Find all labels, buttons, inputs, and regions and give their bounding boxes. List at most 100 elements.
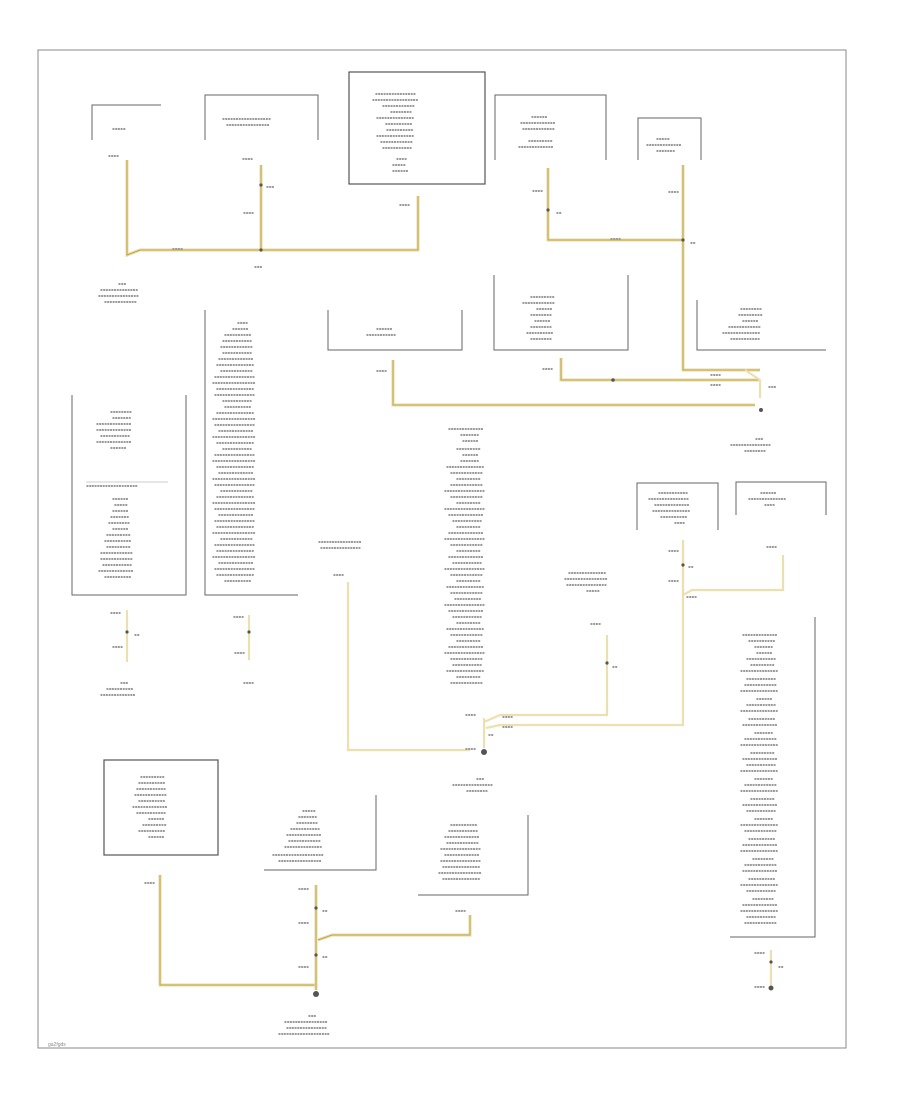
- svg-text:▪▪▪▪▪▪▪▪▪▪▪▪▪▪: ▪▪▪▪▪▪▪▪▪▪▪▪▪▪: [446, 584, 484, 589]
- svg-text:▪▪▪▪▪▪▪▪▪▪▪▪▪: ▪▪▪▪▪▪▪▪▪▪▪▪▪: [96, 427, 132, 432]
- svg-text:▪▪▪▪▪▪▪▪▪▪▪▪▪▪: ▪▪▪▪▪▪▪▪▪▪▪▪▪▪: [376, 115, 414, 120]
- svg-text:▪▪▪▪▪▪▪▪▪▪▪▪: ▪▪▪▪▪▪▪▪▪▪▪▪: [220, 344, 253, 349]
- svg-text:▪▪▪▪▪▪▪▪▪▪: ▪▪▪▪▪▪▪▪▪▪: [386, 127, 413, 132]
- svg-text:▪▪▪▪▪▪▪▪▪▪▪▪▪▪: ▪▪▪▪▪▪▪▪▪▪▪▪▪▪: [446, 626, 484, 631]
- svg-text:▪▪: ▪▪: [488, 732, 494, 737]
- svg-text:▪▪▪▪▪▪▪▪▪▪▪▪: ▪▪▪▪▪▪▪▪▪▪▪▪: [220, 536, 253, 541]
- svg-text:▪▪▪▪▪▪▪▪▪▪▪▪▪▪▪: ▪▪▪▪▪▪▪▪▪▪▪▪▪▪▪: [286, 1025, 327, 1030]
- svg-text:▪▪▪▪▪▪▪▪: ▪▪▪▪▪▪▪▪: [740, 306, 762, 311]
- svg-text:▪▪▪▪▪▪▪▪▪▪▪▪▪▪▪▪: ▪▪▪▪▪▪▪▪▪▪▪▪▪▪▪▪: [212, 476, 256, 481]
- diagram-border: [37, 49, 847, 1049]
- svg-text:▪▪▪▪▪▪▪▪▪▪▪▪▪▪▪▪▪▪▪: ▪▪▪▪▪▪▪▪▪▪▪▪▪▪▪▪▪▪▪: [278, 1031, 330, 1036]
- svg-text:▪▪▪▪▪▪▪▪▪▪▪: ▪▪▪▪▪▪▪▪▪▪▪: [746, 762, 776, 767]
- svg-text:▪▪▪▪▪▪▪▪▪▪▪▪▪▪▪: ▪▪▪▪▪▪▪▪▪▪▪▪▪▪▪: [444, 566, 485, 571]
- svg-text:▪▪▪▪▪▪▪▪▪▪▪▪▪: ▪▪▪▪▪▪▪▪▪▪▪▪▪: [742, 902, 778, 907]
- svg-text:▪▪▪▪▪▪▪▪▪▪▪: ▪▪▪▪▪▪▪▪▪▪▪: [746, 702, 776, 707]
- svg-text:▪▪▪▪▪▪▪▪▪▪▪▪: ▪▪▪▪▪▪▪▪▪▪▪▪: [134, 792, 167, 797]
- svg-text:▪▪▪▪▪▪▪▪▪▪▪: ▪▪▪▪▪▪▪▪▪▪▪: [746, 888, 776, 893]
- svg-text:▪▪▪▪▪▪▪▪▪▪▪▪▪▪: ▪▪▪▪▪▪▪▪▪▪▪▪▪▪: [740, 708, 778, 713]
- svg-text:▪▪▪▪▪▪▪▪▪▪▪▪▪▪▪: ▪▪▪▪▪▪▪▪▪▪▪▪▪▪▪: [444, 536, 485, 541]
- svg-text:▪▪▪▪▪▪: ▪▪▪▪▪▪: [148, 816, 165, 821]
- svg-text:▪▪▪▪▪▪▪▪▪▪▪▪▪▪: ▪▪▪▪▪▪▪▪▪▪▪▪▪▪: [216, 464, 254, 469]
- figure-id-label: ga2fgds: [48, 1042, 66, 1048]
- svg-text:▪▪▪▪: ▪▪▪▪: [532, 188, 543, 193]
- svg-text:▪▪▪▪▪▪▪▪▪▪▪▪▪▪▪: ▪▪▪▪▪▪▪▪▪▪▪▪▪▪▪: [444, 650, 485, 655]
- svg-text:▪▪▪▪▪▪▪▪▪▪▪▪▪▪: ▪▪▪▪▪▪▪▪▪▪▪▪▪▪: [216, 572, 254, 577]
- svg-text:▪▪▪▪▪▪▪▪▪▪▪▪▪▪: ▪▪▪▪▪▪▪▪▪▪▪▪▪▪: [740, 882, 778, 887]
- svg-text:▪▪▪▪▪▪▪▪: ▪▪▪▪▪▪▪▪: [466, 788, 488, 793]
- svg-text:▪▪▪▪▪▪▪▪▪▪▪▪▪▪▪: ▪▪▪▪▪▪▪▪▪▪▪▪▪▪▪: [214, 482, 255, 487]
- svg-text:▪▪▪▪▪▪▪▪▪▪▪▪▪▪: ▪▪▪▪▪▪▪▪▪▪▪▪▪▪: [446, 464, 484, 469]
- svg-text:▪▪▪▪▪▪▪▪▪▪▪▪▪: ▪▪▪▪▪▪▪▪▪▪▪▪▪: [742, 842, 778, 847]
- svg-text:▪▪▪▪▪▪: ▪▪▪▪▪▪: [232, 326, 249, 331]
- svg-text:▪▪▪▪▪▪▪▪▪: ▪▪▪▪▪▪▪▪▪: [750, 796, 775, 801]
- svg-text:▪▪▪▪▪▪▪▪▪▪▪▪▪▪: ▪▪▪▪▪▪▪▪▪▪▪▪▪▪: [722, 330, 760, 335]
- svg-text:▪▪▪▪: ▪▪▪▪: [144, 880, 155, 885]
- svg-text:▪▪▪▪▪▪▪▪▪▪▪▪: ▪▪▪▪▪▪▪▪▪▪▪▪: [744, 782, 777, 787]
- svg-text:▪▪▪▪▪▪▪▪▪: ▪▪▪▪▪▪▪▪▪: [456, 548, 481, 553]
- svg-text:▪▪▪▪▪▪▪▪▪▪▪▪▪: ▪▪▪▪▪▪▪▪▪▪▪▪▪: [96, 439, 132, 444]
- svg-text:▪▪▪▪▪▪▪▪▪▪▪▪▪▪▪▪: ▪▪▪▪▪▪▪▪▪▪▪▪▪▪▪▪: [278, 858, 322, 863]
- svg-text:▪▪▪▪▪▪: ▪▪▪▪▪▪: [462, 438, 479, 443]
- svg-text:▪▪▪▪▪▪▪▪▪▪▪▪▪▪▪▪: ▪▪▪▪▪▪▪▪▪▪▪▪▪▪▪▪: [284, 1019, 328, 1024]
- svg-text:▪▪: ▪▪: [688, 564, 694, 569]
- svg-text:▪▪▪▪▪: ▪▪▪▪▪: [656, 136, 670, 141]
- svg-text:▪▪▪▪▪▪▪▪▪▪: ▪▪▪▪▪▪▪▪▪▪: [138, 780, 165, 785]
- top-right-component-group: ▪▪▪▪▪▪ ▪▪▪▪▪▪▪▪▪▪▪▪▪ ▪▪▪▪▪▪▪▪▪▪▪▪ ▪▪▪▪▪▪…: [494, 94, 760, 372]
- svg-text:▪▪▪▪▪: ▪▪▪▪▪: [302, 808, 316, 813]
- svg-text:▪▪▪▪▪▪▪▪▪▪▪▪: ▪▪▪▪▪▪▪▪▪▪▪▪: [446, 840, 479, 845]
- svg-text:▪▪▪▪: ▪▪▪▪: [668, 548, 679, 553]
- svg-text:▪▪▪▪▪▪▪▪▪: ▪▪▪▪▪▪▪▪▪: [456, 476, 481, 481]
- bottom-component-group: ▪▪▪▪▪▪▪▪▪ ▪▪▪▪▪▪▪▪▪▪ ▪▪▪▪▪▪▪▪▪▪▪ ▪▪▪▪▪▪▪…: [103, 759, 529, 1036]
- svg-text:▪▪▪▪▪▪▪▪▪▪▪▪: ▪▪▪▪▪▪▪▪▪▪▪▪: [744, 828, 777, 833]
- svg-text:▪▪▪▪▪▪▪▪▪▪▪▪▪: ▪▪▪▪▪▪▪▪▪▪▪▪▪: [742, 868, 778, 873]
- svg-text:▪▪▪▪▪▪▪▪▪▪▪▪▪▪▪▪: ▪▪▪▪▪▪▪▪▪▪▪▪▪▪▪▪: [438, 870, 482, 875]
- svg-text:▪▪▪▪▪▪▪▪▪▪▪: ▪▪▪▪▪▪▪▪▪▪▪: [746, 676, 776, 681]
- svg-text:▪▪▪▪▪▪▪▪▪▪▪▪▪: ▪▪▪▪▪▪▪▪▪▪▪▪▪: [646, 142, 682, 147]
- svg-text:▪▪▪▪▪▪▪▪▪▪▪▪: ▪▪▪▪▪▪▪▪▪▪▪▪: [744, 920, 777, 925]
- svg-text:▪▪▪▪▪▪▪▪▪▪▪▪▪▪: ▪▪▪▪▪▪▪▪▪▪▪▪▪▪: [442, 864, 480, 869]
- svg-text:▪▪▪▪▪▪▪▪▪▪▪▪▪▪: ▪▪▪▪▪▪▪▪▪▪▪▪▪▪: [740, 848, 778, 853]
- svg-text:▪▪▪▪: ▪▪▪▪: [686, 594, 697, 599]
- svg-text:▪▪▪▪▪▪▪▪▪▪▪▪▪▪: ▪▪▪▪▪▪▪▪▪▪▪▪▪▪: [216, 494, 254, 499]
- svg-text:▪▪▪: ▪▪▪: [755, 436, 763, 441]
- svg-text:▪▪▪▪▪▪▪▪▪▪▪▪▪: ▪▪▪▪▪▪▪▪▪▪▪▪▪: [742, 756, 778, 761]
- svg-text:▪▪▪▪▪▪▪▪▪▪▪▪▪▪: ▪▪▪▪▪▪▪▪▪▪▪▪▪▪: [216, 440, 254, 445]
- svg-text:▪▪▪▪: ▪▪▪▪: [455, 908, 466, 913]
- svg-text:▪▪▪▪▪▪▪▪▪▪▪▪▪▪▪▪: ▪▪▪▪▪▪▪▪▪▪▪▪▪▪▪▪: [564, 576, 608, 581]
- svg-text:▪▪▪▪: ▪▪▪▪: [465, 746, 476, 751]
- svg-text:▪▪▪▪: ▪▪▪▪: [108, 153, 119, 158]
- svg-text:▪▪▪▪▪▪▪▪▪▪▪▪▪: ▪▪▪▪▪▪▪▪▪▪▪▪▪: [96, 421, 132, 426]
- svg-text:▪▪▪▪: ▪▪▪▪: [399, 202, 410, 207]
- svg-text:▪▪: ▪▪: [322, 908, 328, 913]
- svg-text:▪▪▪▪▪▪▪▪▪▪▪▪: ▪▪▪▪▪▪▪▪▪▪▪▪: [450, 656, 483, 661]
- svg-text:▪▪▪▪▪▪▪▪: ▪▪▪▪▪▪▪▪: [110, 409, 132, 414]
- svg-text:▪▪▪▪▪▪▪▪▪▪▪▪▪: ▪▪▪▪▪▪▪▪▪▪▪▪▪: [218, 560, 254, 565]
- svg-text:▪▪▪▪▪: ▪▪▪▪▪: [392, 162, 406, 167]
- svg-text:▪▪▪▪▪▪▪▪: ▪▪▪▪▪▪▪▪: [530, 336, 552, 341]
- svg-text:▪▪▪▪▪▪▪▪▪▪▪▪▪▪▪: ▪▪▪▪▪▪▪▪▪▪▪▪▪▪▪: [214, 392, 255, 397]
- svg-text:▪▪▪▪▪▪▪▪▪▪: ▪▪▪▪▪▪▪▪▪▪: [106, 686, 133, 691]
- right-middle-component-group: ▪▪▪▪▪▪▪▪▪▪▪ ▪▪▪▪▪▪▪▪▪▪▪▪▪▪▪ ▪▪▪▪▪▪▪▪▪▪▪▪…: [564, 481, 827, 669]
- svg-text:▪▪▪▪▪▪: ▪▪▪▪▪▪: [112, 508, 129, 513]
- svg-text:▪▪▪▪▪▪▪▪▪▪▪: ▪▪▪▪▪▪▪▪▪▪▪: [222, 398, 252, 403]
- svg-text:▪▪▪▪: ▪▪▪▪: [465, 712, 476, 717]
- svg-text:▪▪: ▪▪: [778, 964, 784, 969]
- svg-text:▪▪▪▪▪▪: ▪▪▪▪▪▪: [760, 490, 777, 495]
- svg-text:▪▪▪▪▪▪▪▪▪▪▪▪▪: ▪▪▪▪▪▪▪▪▪▪▪▪▪: [218, 512, 254, 517]
- svg-text:▪▪▪▪: ▪▪▪▪: [234, 650, 245, 655]
- svg-text:▪▪▪▪▪▪▪▪▪▪▪▪▪▪: ▪▪▪▪▪▪▪▪▪▪▪▪▪▪: [446, 668, 484, 673]
- svg-text:▪▪▪▪▪▪▪▪▪▪: ▪▪▪▪▪▪▪▪▪▪: [660, 514, 687, 519]
- svg-text:▪▪▪▪▪▪▪▪▪▪▪▪: ▪▪▪▪▪▪▪▪▪▪▪▪: [450, 590, 483, 595]
- svg-text:▪▪▪▪▪▪▪▪▪▪▪: ▪▪▪▪▪▪▪▪▪▪▪: [382, 145, 412, 150]
- svg-text:▪▪▪▪▪▪▪▪▪▪: ▪▪▪▪▪▪▪▪▪▪: [138, 828, 165, 833]
- svg-text:▪▪▪▪▪▪▪▪▪▪▪: ▪▪▪▪▪▪▪▪▪▪▪: [136, 810, 166, 815]
- svg-text:▪▪▪▪▪▪▪▪▪: ▪▪▪▪▪▪▪▪▪: [140, 774, 165, 779]
- svg-text:▪▪▪▪▪▪▪▪▪▪▪▪▪▪▪: ▪▪▪▪▪▪▪▪▪▪▪▪▪▪▪: [214, 506, 255, 511]
- svg-text:▪▪▪▪▪▪▪▪▪▪▪▪▪: ▪▪▪▪▪▪▪▪▪▪▪▪▪: [448, 608, 484, 613]
- svg-text:▪▪▪▪▪▪▪▪▪▪▪▪▪▪▪▪: ▪▪▪▪▪▪▪▪▪▪▪▪▪▪▪▪: [212, 380, 256, 385]
- svg-text:▪▪▪▪: ▪▪▪▪: [110, 610, 121, 615]
- svg-text:▪▪▪▪▪▪▪▪▪▪▪▪▪▪: ▪▪▪▪▪▪▪▪▪▪▪▪▪▪: [748, 496, 786, 501]
- svg-text:▪▪▪▪▪▪▪▪▪: ▪▪▪▪▪▪▪▪▪: [456, 620, 481, 625]
